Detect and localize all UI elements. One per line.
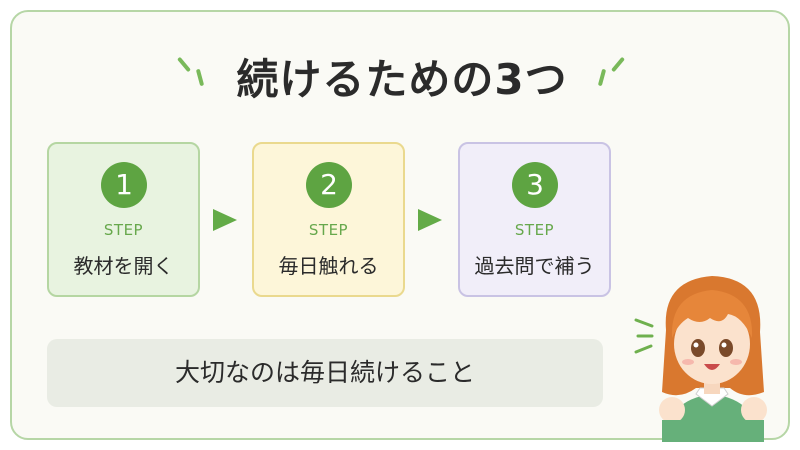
step-label: 過去問で補う	[474, 254, 595, 278]
step-word: STEP	[514, 221, 555, 239]
step-label: 教材を開く	[73, 254, 174, 278]
arrow-right-icon	[418, 209, 442, 231]
slide-card: 続けるための3つ 1 STEP 教材を開く 2 STEP 毎日触れる 3 STE…	[10, 10, 790, 442]
step-number-badge: 2	[306, 162, 352, 208]
step-word: STEP	[103, 221, 144, 239]
step-label: 毎日触れる	[278, 254, 379, 278]
step-number-badge: 1	[101, 162, 147, 208]
page-title: 続けるための3つ	[236, 55, 568, 104]
step-card-3: 3 STEP 過去問で補う	[458, 142, 611, 297]
step-card-1: 1 STEP 教材を開く	[47, 142, 200, 297]
cheering-girl-illustration	[634, 276, 767, 442]
step-word: STEP	[308, 221, 349, 239]
step-card-2: 2 STEP 毎日触れる	[252, 142, 405, 297]
arrow-right-icon	[213, 209, 237, 231]
message-banner: 大切なのは毎日続けること	[47, 339, 603, 407]
step-number-badge: 3	[512, 162, 558, 208]
excitement-lines-icon	[634, 318, 654, 354]
